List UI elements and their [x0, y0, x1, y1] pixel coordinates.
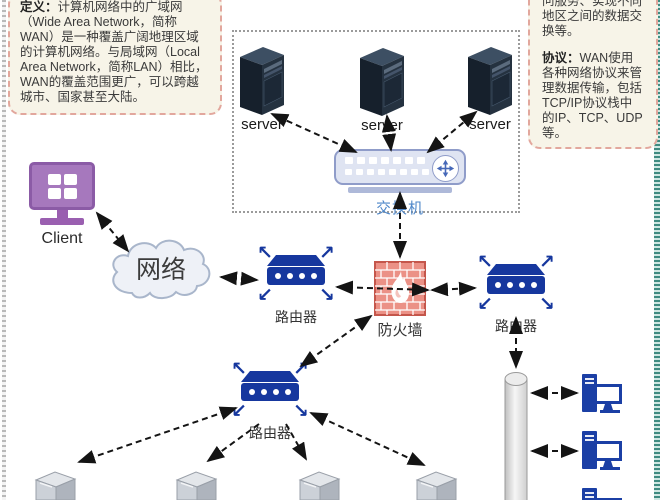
server-label: server — [469, 116, 511, 133]
arrow-down-right-icon: ↘ — [319, 285, 335, 306]
switch-node: 交换机 — [334, 149, 466, 218]
server-tower-icon — [468, 47, 512, 115]
lan-group-box — [232, 30, 520, 213]
router-icon: ↖ ↗ ↙ ↘ — [477, 253, 555, 315]
workstation-node-2 — [579, 429, 625, 480]
router-node-right: ↖ ↗ ↙ ↘ 路由器 — [477, 253, 555, 336]
server-tower-icon — [240, 47, 284, 115]
client-label: Client — [41, 230, 83, 247]
router-node-bottom: ↖ ↗ ↙ ↘ 路由器 — [231, 360, 309, 443]
pc-tower-icon — [175, 471, 218, 500]
router-label: 路由器 — [249, 425, 291, 441]
pc-tower-icon — [34, 471, 77, 500]
client-monitor-icon — [29, 162, 95, 210]
switch-label: 交换机 — [375, 200, 424, 217]
pc-tower-icon — [298, 471, 341, 500]
switch-base — [348, 187, 452, 193]
arrow-down-right-icon: ↘ — [539, 294, 555, 315]
router-icon: ↖ ↗ ↙ ↘ — [257, 244, 335, 306]
client-node: Client — [26, 162, 98, 248]
protocol-text: WAN使用各种网络协议来管理数据传输，包括TCP/IP协议栈中的IP、TCP、U… — [542, 51, 643, 140]
arrow-down-left-icon: ↙ — [257, 285, 273, 306]
cloud-label: 网络 — [135, 256, 186, 284]
cloud-icon — [112, 239, 211, 300]
server-node-1: server — [237, 45, 287, 133]
router-label: 路由器 — [275, 309, 317, 325]
workstation-node-3 — [579, 486, 625, 500]
desktop-computer-icon — [582, 431, 622, 470]
firewall-node: 防火墙 — [370, 261, 430, 340]
definition-text: 计算机网络中的广域网（Wide Area Network，简称WAN）是一种覆盖… — [20, 0, 208, 104]
monitor-stand — [56, 210, 68, 218]
page-edge-left-decoration — [2, 0, 6, 500]
arrow-down-right-icon: ↘ — [293, 401, 309, 422]
router-node-left: ↖ ↗ ↙ ↘ 路由器 — [257, 244, 335, 327]
arrow-down-left-icon: ↙ — [231, 401, 247, 422]
arrow-down-left-icon: ↙ — [477, 294, 493, 315]
server-node-3: server — [465, 45, 515, 133]
firewall-icon — [374, 261, 426, 316]
backbone-cylinder — [504, 371, 528, 500]
four-way-arrow-icon — [432, 155, 459, 182]
desktop-computer-icon — [582, 488, 622, 500]
protocol-box: 问服务、实现不同地区之间的数据交换等。 协议：WAN使用各种网络协议来管理数据传… — [528, 0, 658, 149]
server-label: server — [241, 116, 283, 133]
switch-ports-row — [345, 169, 429, 175]
monitor-base — [40, 218, 84, 225]
desktop-computer-icon — [582, 374, 622, 413]
protocol-box-clipped-text: 问服务、实现不同地区之间的数据交换等。 — [542, 0, 643, 38]
page-edge-right-decoration — [654, 0, 660, 500]
firewall-label: 防火墙 — [377, 322, 423, 339]
server-tower-icon — [360, 48, 404, 116]
router-label: 路由器 — [495, 318, 537, 334]
pc-tower-node-3 — [296, 469, 342, 500]
cylinder-icon — [504, 372, 528, 500]
definition-box: 定义：计算机网络中的广域网（Wide Area Network，简称WAN）是一… — [8, 0, 222, 115]
workstation-node-1 — [579, 372, 625, 423]
switch-icon — [334, 149, 466, 185]
switch-ports-row — [345, 157, 425, 164]
protocol-label: 协议： — [542, 51, 580, 65]
pc-tower-node-2 — [173, 469, 219, 500]
definition-label: 定义： — [20, 0, 58, 14]
pc-tower-icon — [415, 471, 458, 500]
windows-logo-icon — [47, 173, 77, 199]
pc-tower-node-4 — [413, 469, 459, 500]
pc-tower-node-1 — [32, 469, 78, 500]
network-cloud-node: 网络 — [104, 231, 218, 305]
router-icon: ↖ ↗ ↙ ↘ — [231, 360, 309, 422]
server-node-2: server — [357, 46, 407, 134]
server-label: server — [361, 117, 403, 134]
